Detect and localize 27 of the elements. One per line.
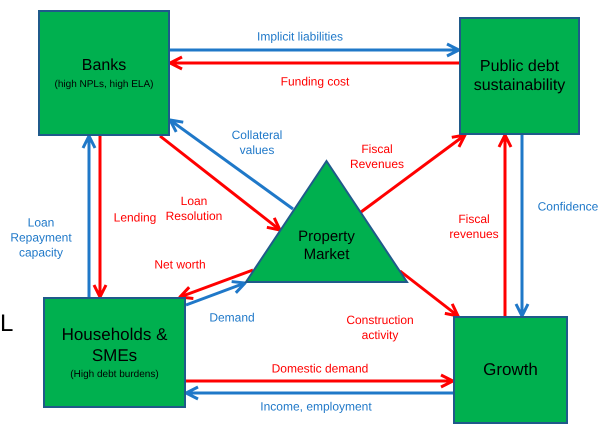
arrow	[360, 134, 466, 214]
arrow	[185, 280, 246, 306]
arrow	[178, 268, 254, 300]
node-subtitle: (high NPLs, high ELA)	[54, 78, 154, 90]
arrow	[168, 118, 294, 210]
node-title: Property Market	[297, 228, 356, 264]
arrow	[498, 134, 512, 316]
node-subtitle: (High debt burdens)	[70, 368, 159, 380]
arrow	[184, 386, 453, 400]
process-box	[459, 17, 580, 135]
arrow	[159, 134, 282, 232]
node-title: Public debt sustainability	[472, 56, 566, 96]
stray-letter: L	[0, 310, 14, 338]
node-title: Banks	[82, 56, 126, 76]
arrow	[92, 136, 108, 298]
process-box	[38, 10, 170, 136]
node-title: Households & SMEs	[60, 325, 168, 366]
arrow	[168, 56, 459, 70]
process-box	[453, 316, 568, 424]
node-title: Growth	[483, 360, 538, 380]
process-box	[43, 297, 186, 408]
arrow	[170, 42, 460, 58]
arrow	[514, 135, 530, 318]
arrow	[82, 134, 96, 297]
triangle-node	[245, 160, 408, 283]
arrow	[186, 374, 454, 388]
arrow	[399, 270, 460, 318]
